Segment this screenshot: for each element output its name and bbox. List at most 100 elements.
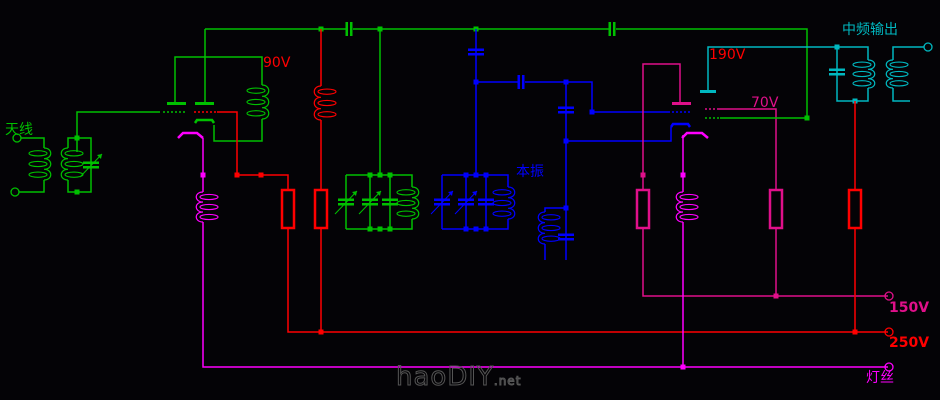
tube2-cathode-arc: [681, 131, 709, 139]
capacitor: [468, 48, 484, 51]
variable-capacitor: [362, 198, 378, 201]
filament-bus: [202, 222, 888, 368]
variable-capacitor-arrow: [79, 153, 103, 178]
junction-dot: [387, 172, 393, 178]
inductor-coil: [317, 111, 337, 118]
variable-capacitor: [83, 161, 99, 164]
junction-dot: [804, 115, 810, 121]
tube2-screen-arc: [669, 122, 692, 128]
variable-capacitor-arrow: [352, 191, 357, 196]
variable-capacitor: [458, 203, 474, 206]
coupling-capacitor: [608, 22, 611, 36]
variable-capacitor-arrow: [454, 190, 478, 215]
variable-capacitor: [434, 203, 450, 206]
inductor-coil: [492, 199, 512, 207]
wire: [717, 108, 777, 190]
wire: [525, 81, 668, 113]
capacitor: [558, 106, 574, 109]
wire: [566, 127, 672, 142]
junction-dot: [377, 172, 383, 178]
capacitor: [478, 203, 494, 206]
resistor: [313, 188, 329, 230]
inductor-coil: [199, 203, 219, 211]
inductor-coil: [396, 189, 416, 196]
inductor-coil: [889, 61, 909, 68]
wire: [544, 207, 566, 212]
variable-capacitor-arrow: [376, 191, 381, 196]
inductor-coil: [675, 191, 684, 223]
inductor-coil: [541, 214, 561, 221]
filament-terminal-label: 灯丝: [866, 370, 894, 386]
inductor-coil: [199, 213, 219, 221]
variable-capacitor: [362, 203, 378, 206]
junction-dot: [473, 172, 479, 178]
inductor-coil: [396, 210, 416, 217]
junction-dot: [483, 226, 489, 232]
junction-dot: [463, 226, 469, 232]
inductor-coil: [246, 87, 266, 94]
tube2-plate: [672, 102, 691, 105]
wire: [174, 56, 263, 103]
inductor-coil: [261, 84, 270, 120]
resistor: [635, 188, 651, 230]
junction-dot: [258, 172, 264, 178]
capacitor: [522, 75, 525, 89]
inductor-coil: [889, 80, 909, 87]
inductor-coil: [541, 235, 561, 242]
coupling-capacitor: [345, 22, 348, 36]
terminal: [884, 291, 894, 301]
local-oscillator-label: 本振: [516, 164, 544, 180]
inductor-coil: [43, 147, 52, 181]
inductor-coil: [195, 191, 204, 223]
capacitor: [382, 198, 398, 201]
coupling-capacitor: [613, 22, 616, 36]
junction-dot: [234, 172, 240, 178]
inductor-coil: [396, 199, 416, 207]
junction-dot: [367, 172, 373, 178]
resistor: [768, 188, 784, 230]
tube1-plate: [195, 102, 214, 105]
inductor-coil: [541, 224, 561, 232]
junction-dot: [387, 226, 393, 232]
wire: [892, 46, 924, 60]
capacitor: [558, 233, 574, 236]
wire: [707, 46, 869, 90]
tube2-output-plate: [700, 90, 716, 93]
variable-capacitor: [458, 198, 474, 201]
junction-dot: [74, 189, 80, 195]
wire: [21, 137, 45, 148]
wire: [892, 88, 910, 102]
inductor-coil: [64, 160, 84, 168]
junction-dot: [483, 172, 489, 178]
variable-capacitor: [338, 203, 354, 206]
junction-dot: [367, 226, 373, 232]
inductor-coil: [852, 70, 872, 78]
variable-capacitor-arrow: [358, 190, 382, 215]
variable-capacitor-arrow: [97, 154, 102, 159]
wire: [213, 119, 263, 142]
inductor-coil: [317, 99, 337, 107]
tube1-grid-arc: [193, 118, 216, 124]
junction-dot: [74, 135, 80, 141]
inductor-coil: [246, 98, 266, 106]
wire: [642, 63, 681, 175]
inductor-coil: [64, 171, 84, 178]
variable-capacitor-arrow: [334, 190, 358, 215]
if-output-label: 中频输出: [842, 22, 898, 38]
70v-label: 70V: [751, 95, 779, 111]
inductor-coil: [28, 150, 48, 157]
junction-dot: [680, 172, 686, 178]
junction-dot: [200, 172, 206, 178]
variable-capacitor-arrow: [448, 191, 453, 196]
watermark-logo: haoDIY.net: [395, 362, 522, 393]
top-bus: [616, 28, 808, 118]
inductor-coil: [537, 211, 546, 245]
inductor-coil: [60, 147, 69, 181]
resistor: [280, 188, 296, 230]
coupling-capacitor: [350, 22, 353, 36]
inductor-coil: [852, 61, 872, 68]
inductor-coil: [679, 213, 699, 221]
inductor-coil: [492, 210, 512, 217]
inductor-coil: [411, 186, 420, 220]
